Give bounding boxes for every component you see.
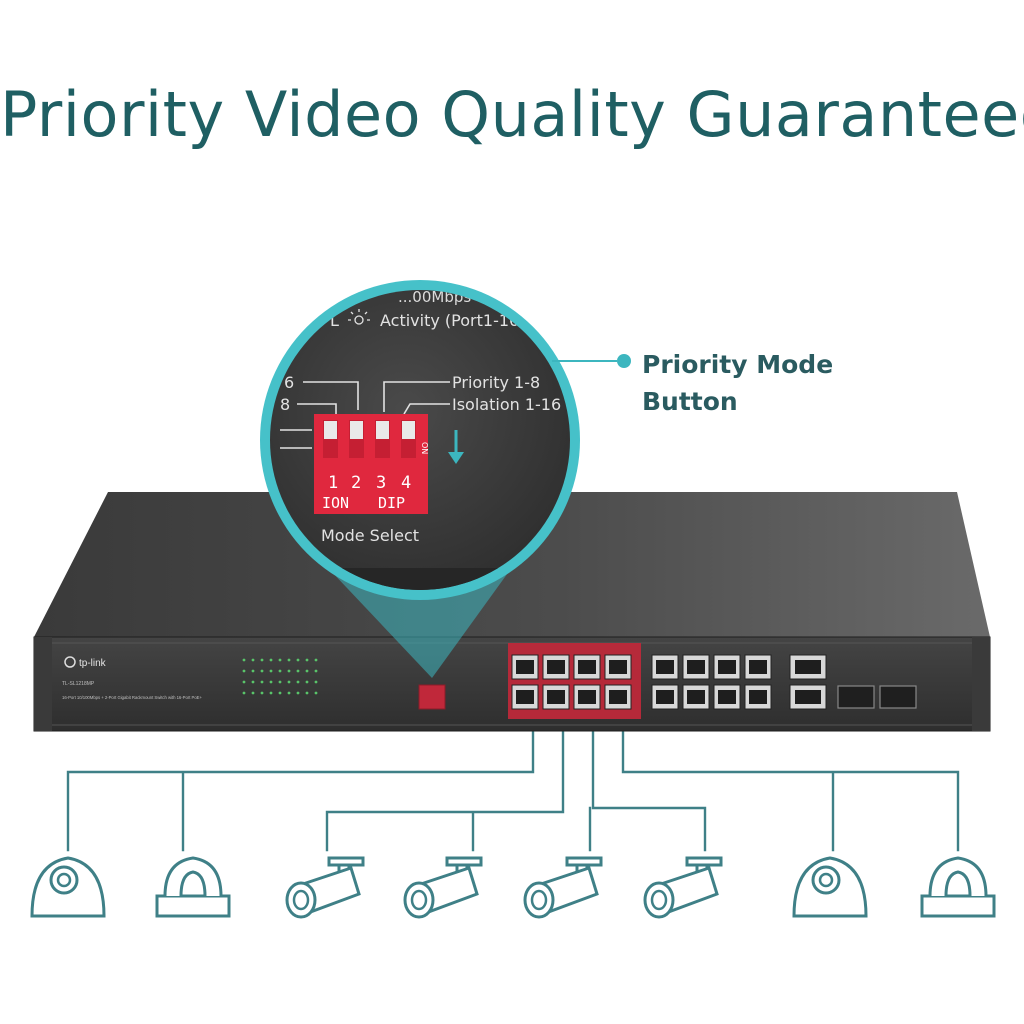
priority-label: Priority 1-8 [452,373,540,392]
dome-camera-icon [30,856,106,918]
callout-line-2: Button [642,387,738,416]
zoom-top-text: ...00Mbps [398,288,471,306]
sfp-port [837,685,875,709]
led-dot [314,669,318,673]
dip-number-3: 3 [376,473,386,493]
led-dot [278,669,282,673]
dip-side-mark: ON [420,442,429,454]
description-label: 16-Port 10/100Mbps + 2-Port Gigabit Rack… [62,695,202,700]
callout-dot [617,354,631,368]
led-dot [296,680,300,684]
led-dot [269,680,273,684]
svg-text:L: L [330,311,339,330]
ceiling-dome-camera-icon [155,856,231,918]
zoom-left-digit-1: 6 [284,373,294,392]
led-dot [287,680,291,684]
zoom-activity-text: Activity (Port1-16) [380,311,525,330]
dip-letters-right: DIP [378,494,405,512]
callout-line-1: Priority Mode [642,350,834,379]
led-dot [305,669,309,673]
led-dot [260,658,264,662]
led-dot [305,691,309,695]
cable-group-left [66,716,535,852]
led-indicators [242,658,318,695]
led-dot [296,658,300,662]
led-dot [287,691,291,695]
led-dot [242,680,246,684]
bullet-camera-icon [403,856,483,919]
camera-row [30,856,996,919]
led-dot [314,680,318,684]
dip-number-4: 4 [401,473,411,493]
led-dot [305,658,309,662]
zoom-dip-switch: 1 2 3 4 ION DIP ON [314,414,429,514]
dip-number-2: 2 [351,473,361,493]
led-dot [251,691,255,695]
led-dot [287,669,291,673]
led-dot [305,680,309,684]
cable-group-right [621,716,960,852]
connection-lines [66,716,960,852]
led-dot [251,658,255,662]
isolation-label: Isolation 1-16 [452,395,561,414]
led-dot [287,658,291,662]
brand-label: tp-link [79,658,107,669]
rack-ear-right [972,637,990,731]
dome-camera-icon [792,856,868,918]
bullet-camera-icon [523,856,603,919]
bullet-camera-icon [285,856,365,919]
cable-group-center-left [325,716,565,852]
led-dot [278,658,282,662]
headline: Priority Video Quality Guaranteed [0,78,1024,151]
mode-select-label: Mode Select [321,526,419,545]
led-dot [296,669,300,673]
uplink-ports [789,654,917,710]
rj45-ports [511,654,772,710]
led-dot [269,658,273,662]
led-dot [260,691,264,695]
led-dot [242,691,246,695]
sfp-port [879,685,917,709]
led-dot [260,669,264,673]
led-dot [269,669,273,673]
led-dot [278,691,282,695]
led-dot [242,658,246,662]
dip-number-1: 1 [328,473,338,493]
ceiling-dome-camera-icon [920,856,996,918]
led-dot [269,691,273,695]
arrow-down-icon [448,430,464,464]
led-dot [242,669,246,673]
led-dot [296,691,300,695]
callout-label: Priority Mode Button [642,346,833,420]
rack-ear-left [34,637,52,731]
led-dot [278,680,282,684]
sun-icon [348,309,370,325]
zoom-left-digit-2: 8 [280,395,290,414]
led-dot [314,658,318,662]
model-label: TL-SL1218MP [62,681,95,687]
zoom-pointer [330,570,510,678]
led-dot [314,691,318,695]
cable-group-center-right [588,716,707,852]
dip-letters-left: ION [322,494,349,512]
tp-link-logo-icon [64,656,76,668]
front-dip-switch [418,684,446,710]
bullet-camera-icon [643,856,723,919]
led-dot [260,680,264,684]
led-dot [251,669,255,673]
led-dot [251,680,255,684]
